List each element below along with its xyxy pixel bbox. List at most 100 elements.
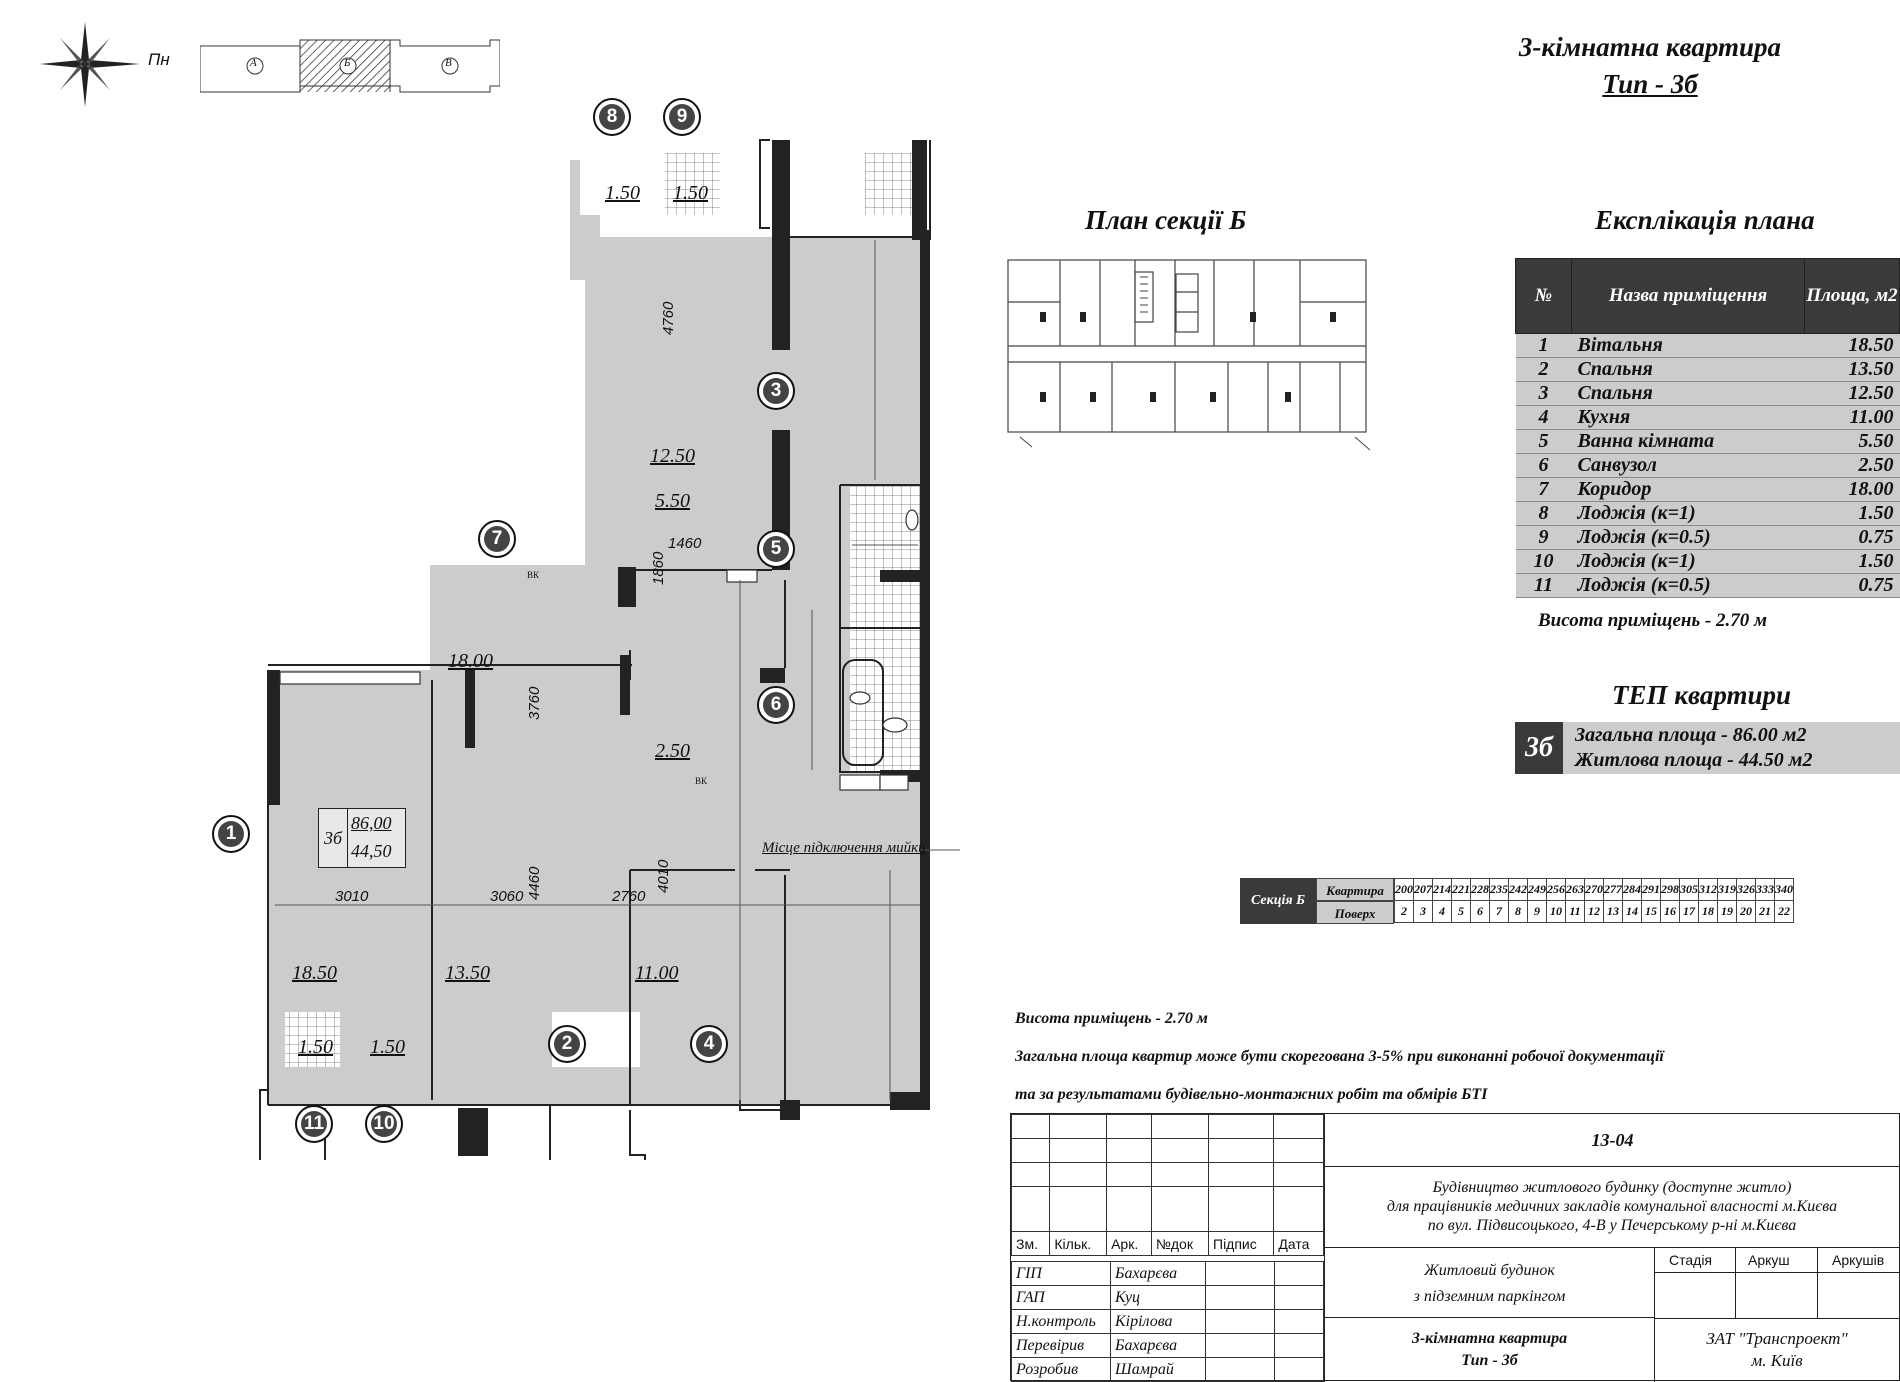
apartment-number-cell: 214 (1432, 878, 1452, 901)
explication-area: 13.50 (1804, 357, 1900, 382)
floor-number-cell: 19 (1717, 900, 1737, 923)
sections-table-label: Секція Б (1240, 878, 1316, 924)
signer-signature (1205, 1357, 1275, 1382)
signer-role: Н.контроль (1011, 1309, 1111, 1334)
apartment-number-cell: 291 (1641, 878, 1661, 901)
revision-header-cell: №док (1150, 1231, 1210, 1256)
key-plan-section-c: В (445, 57, 452, 69)
apartment-stamp: 3б 86,00 44,50 (318, 808, 406, 868)
signer-date (1274, 1333, 1324, 1358)
apartment-number-cell: 242 (1508, 878, 1528, 901)
floor-number-cell: 14 (1622, 900, 1642, 923)
apartment-number-cell: 305 (1679, 878, 1699, 901)
signer-role: Розробив (1011, 1357, 1111, 1382)
project-line1: Будівництво житлового будинку (доступне … (1432, 1179, 1792, 1196)
floor-number-cell: 20 (1736, 900, 1756, 923)
page-title: 3-кімнатна квартира Тип - 3б (1440, 32, 1860, 100)
callout-9: 9 (663, 98, 701, 136)
note-area-correction: Загальна площа квартир може бути скорего… (1015, 1048, 1664, 1065)
explication-number: 8 (1515, 501, 1572, 526)
tep-total: Загальна площа - 86.00 м2 (1575, 724, 1807, 746)
callout-3: 3 (757, 372, 795, 410)
bk-label-bottom: ВК (695, 776, 708, 786)
revision-header-cell: Підпис (1207, 1231, 1275, 1256)
explication-name: Ванна кімната (1571, 429, 1805, 454)
tep-title: ТЕП квартири (1612, 680, 1791, 710)
dim-1860: 1860 (650, 551, 667, 585)
section-plan-title: План секції Б (1085, 205, 1247, 235)
dim-3010: 3010 (335, 888, 369, 905)
floor-number-cell: 2 (1394, 900, 1414, 923)
tep-type: 3б (1515, 722, 1563, 774)
apartment-number-cell: 221 (1451, 878, 1471, 901)
explication-header-area: Площа, м2 (1804, 258, 1900, 334)
floor-number-cell: 13 (1603, 900, 1623, 923)
floor-number-cell: 7 (1489, 900, 1509, 923)
callout-7: 7 (478, 520, 516, 558)
building-name: Житловий будинок з підземним паркінгом (1324, 1248, 1654, 1318)
explication-number: 5 (1515, 429, 1572, 454)
floor-number-cell: 16 (1660, 900, 1680, 923)
project-line3: по вул. Підвисоцького, 4-В у Печерському… (1427, 1217, 1797, 1234)
signer-name: Бахарєва (1110, 1261, 1206, 1286)
explication-name: Лоджія (к=1) (1571, 549, 1805, 574)
revision-header-cell: Кільк. (1049, 1231, 1108, 1256)
explication-area: 5.50 (1804, 429, 1900, 454)
callout-2: 2 (548, 1025, 586, 1063)
stage-header: Стадія (1669, 1252, 1713, 1268)
explication-number: 1 (1515, 333, 1572, 358)
signer-name: Кірілова (1110, 1309, 1206, 1334)
revision-header-cell: Зм. (1010, 1231, 1051, 1256)
sheets-header: Аркушів (1832, 1252, 1885, 1268)
apartment-number-cell: 277 (1603, 878, 1623, 901)
callout-10: 10 (365, 1105, 403, 1143)
floor-number-cell: 21 (1755, 900, 1775, 923)
explication-area: 11.00 (1804, 405, 1900, 430)
explication-header-name: Назва приміщення (1571, 258, 1805, 334)
apartment-number-cell: 263 (1565, 878, 1585, 901)
room-label-8: 1.50 (605, 182, 640, 204)
explication-name: Лоджія (к=0.5) (1571, 525, 1805, 550)
dim-4460: 4460 (526, 866, 543, 900)
page-title-line1: 3-кімнатна квартира (1518, 32, 1782, 62)
apartment-number-cell: 228 (1470, 878, 1490, 901)
floor-number-cell: 5 (1451, 900, 1471, 923)
apartment-stamp-type: 3б (319, 809, 348, 867)
floor-number-cell: 10 (1546, 900, 1566, 923)
explication-number: 2 (1515, 357, 1572, 382)
building-line2: з підземним паркінгом (1413, 1288, 1566, 1305)
explication-number: 6 (1515, 453, 1572, 478)
dim-3760: 3760 (526, 686, 543, 720)
floor-number-cell: 12 (1584, 900, 1604, 923)
apartment-number-cell: 340 (1774, 878, 1794, 901)
sheet-title: 3-кімнатна квартира Тип - 3б (1324, 1318, 1654, 1382)
note-height: Висота приміщень - 2.70 м (1015, 1010, 1208, 1027)
explication-title: Експлікація плана (1595, 205, 1815, 235)
apartment-floor-plan (259, 139, 960, 1160)
explication-area: 1.50 (1804, 549, 1900, 574)
sink-note: Місце підключення мийки (762, 840, 926, 856)
room-label-5: 5.50 (655, 490, 690, 512)
floor-number-cell: 15 (1641, 900, 1661, 923)
project-description: Будівництво житлового будинку (доступне … (1324, 1166, 1899, 1248)
project-line2: для працівників медичних закладів комуна… (1386, 1198, 1838, 1215)
explication-area: 12.50 (1804, 381, 1900, 406)
apartment-number-cell: 319 (1717, 878, 1737, 901)
room-label-1: 18.50 (292, 962, 337, 984)
signer-date (1274, 1261, 1324, 1286)
room-label-10: 1.50 (370, 1036, 405, 1058)
dim-4760: 4760 (660, 301, 677, 335)
dim-4010: 4010 (655, 859, 672, 893)
apartment-number-cell: 333 (1755, 878, 1775, 901)
project-code: 13-04 (1324, 1114, 1900, 1167)
